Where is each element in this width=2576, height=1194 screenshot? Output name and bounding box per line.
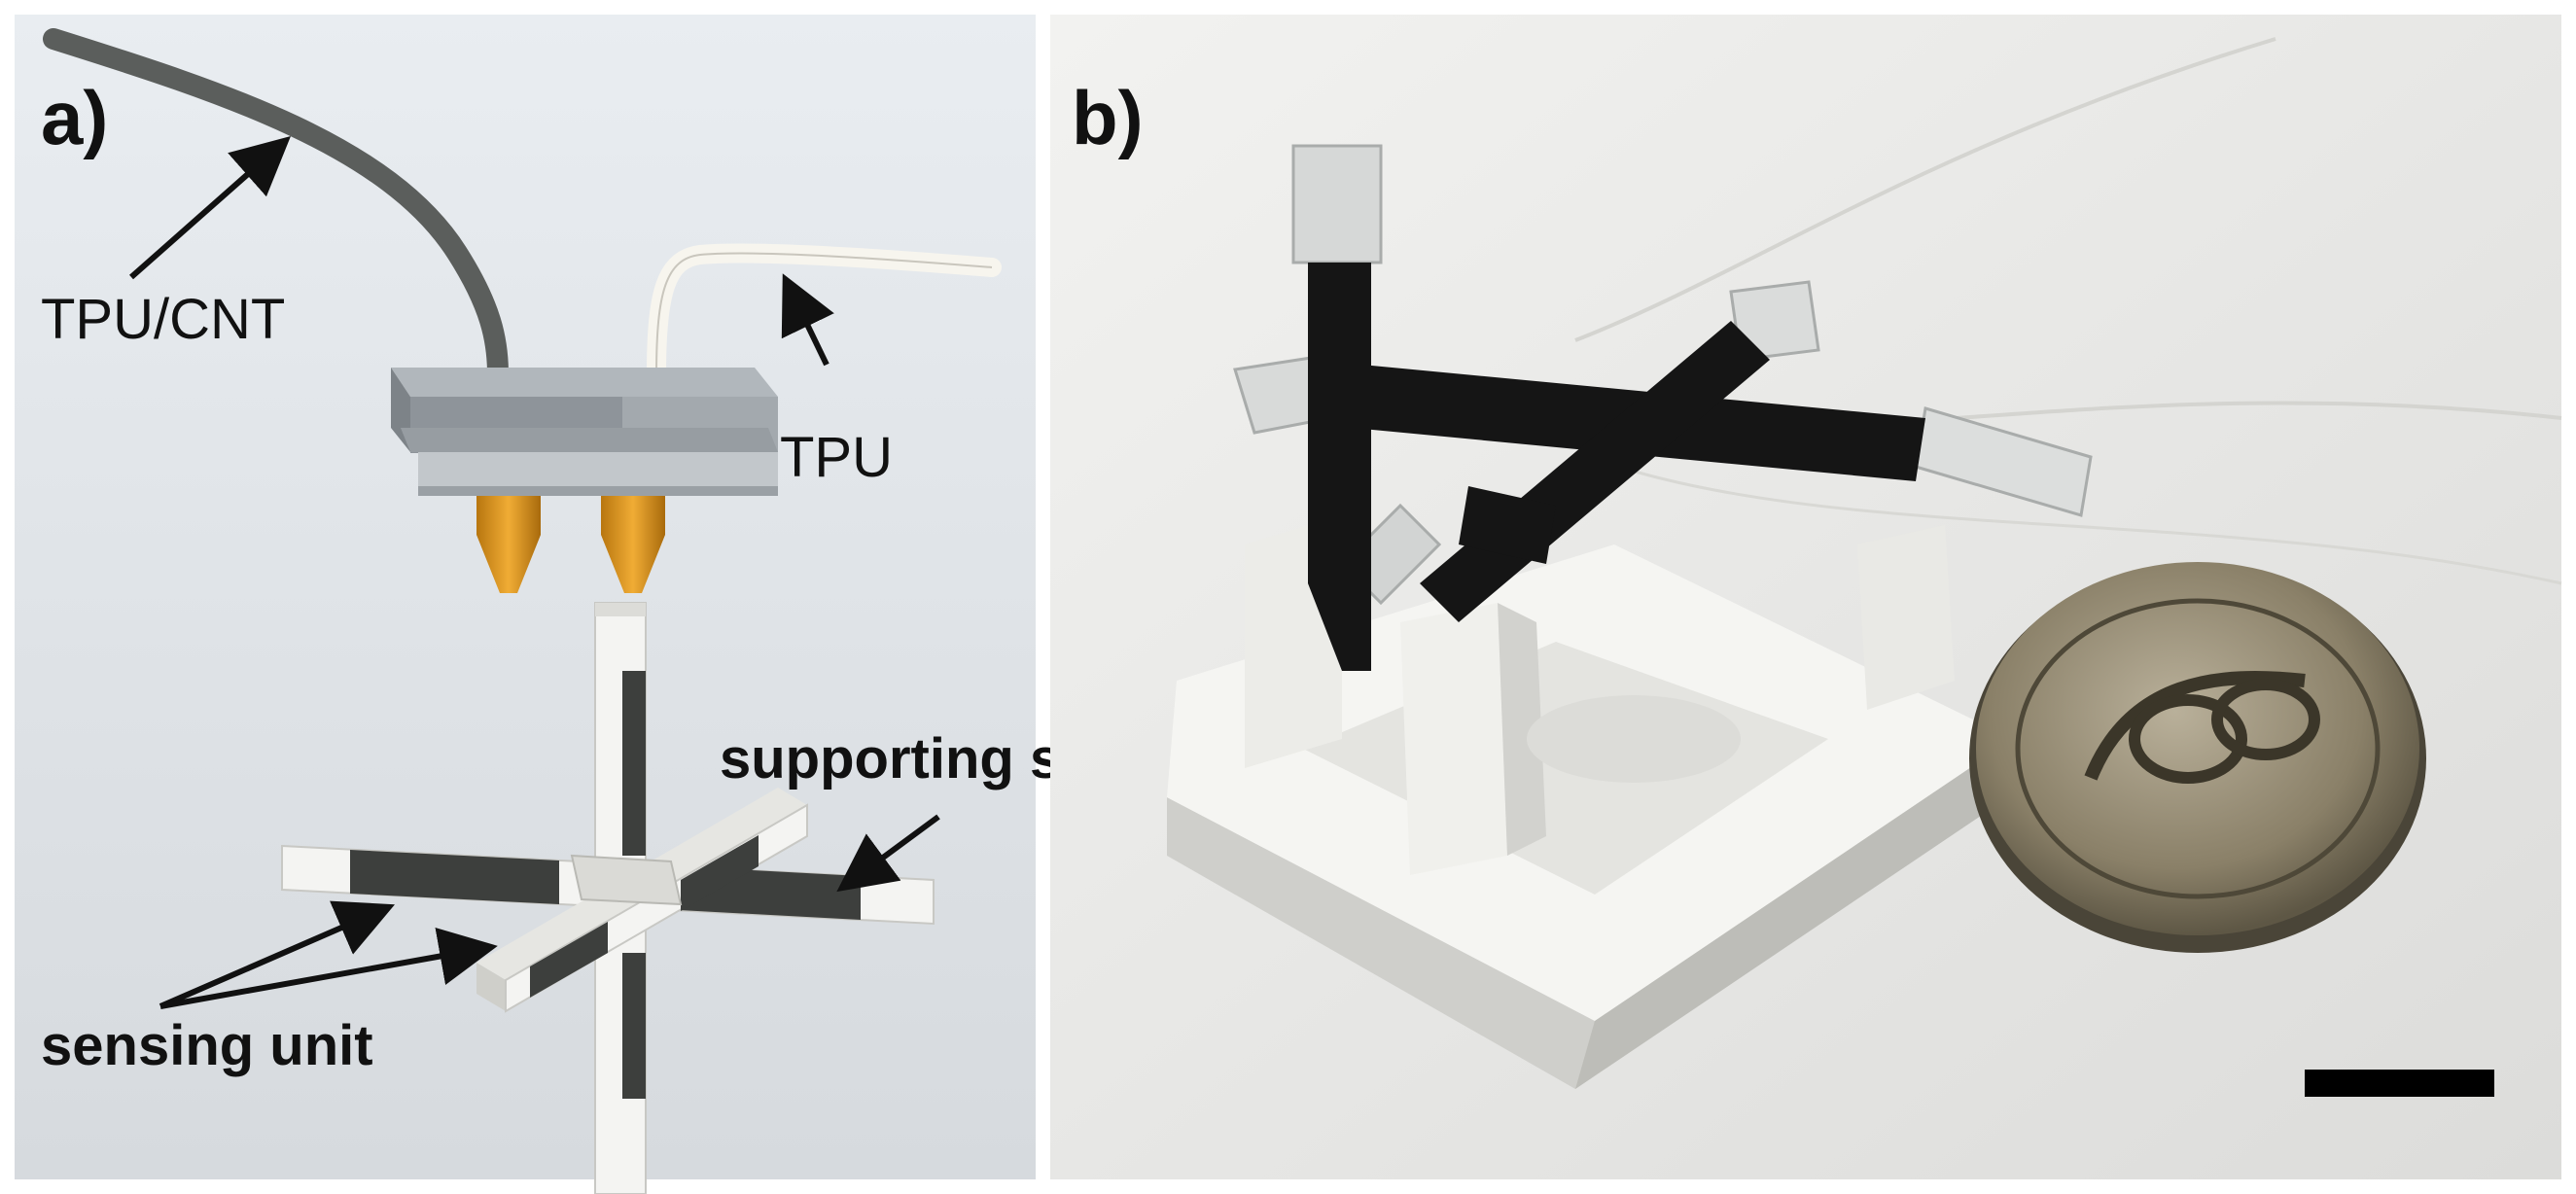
coin-icon [1969,562,2426,953]
sensing-cross [1308,263,1925,671]
center-hub [570,854,683,906]
sensing-segment [622,671,646,856]
arrow-icon [129,136,940,1009]
wire [1574,37,2276,342]
wire [1589,455,2562,585]
sensing-segment [530,922,608,998]
label-tpu: TPU [780,426,893,489]
panel-a: a) TPU/CNT TPU supporting structure sens… [15,15,1050,1194]
base-block [1167,515,2023,1089]
printhead-icon [391,368,778,496]
label-tpu-cnt: TPU/CNT [41,288,285,351]
tpu-cnt-filament [43,28,509,385]
panel-a-letter: a) [41,75,108,160]
sensing-segment [681,835,759,911]
panel-b: b) [1050,15,2562,1179]
nozzle-icon [476,496,665,593]
scale-bar-icon [2305,1070,2494,1097]
panel-b-letter: b) [1072,75,1144,160]
label-supporting-structure: supporting structure [720,727,1050,790]
sensing-segment [350,850,559,904]
sensing-segment [622,953,646,1099]
label-sensing-unit: sensing unit [41,1014,373,1077]
